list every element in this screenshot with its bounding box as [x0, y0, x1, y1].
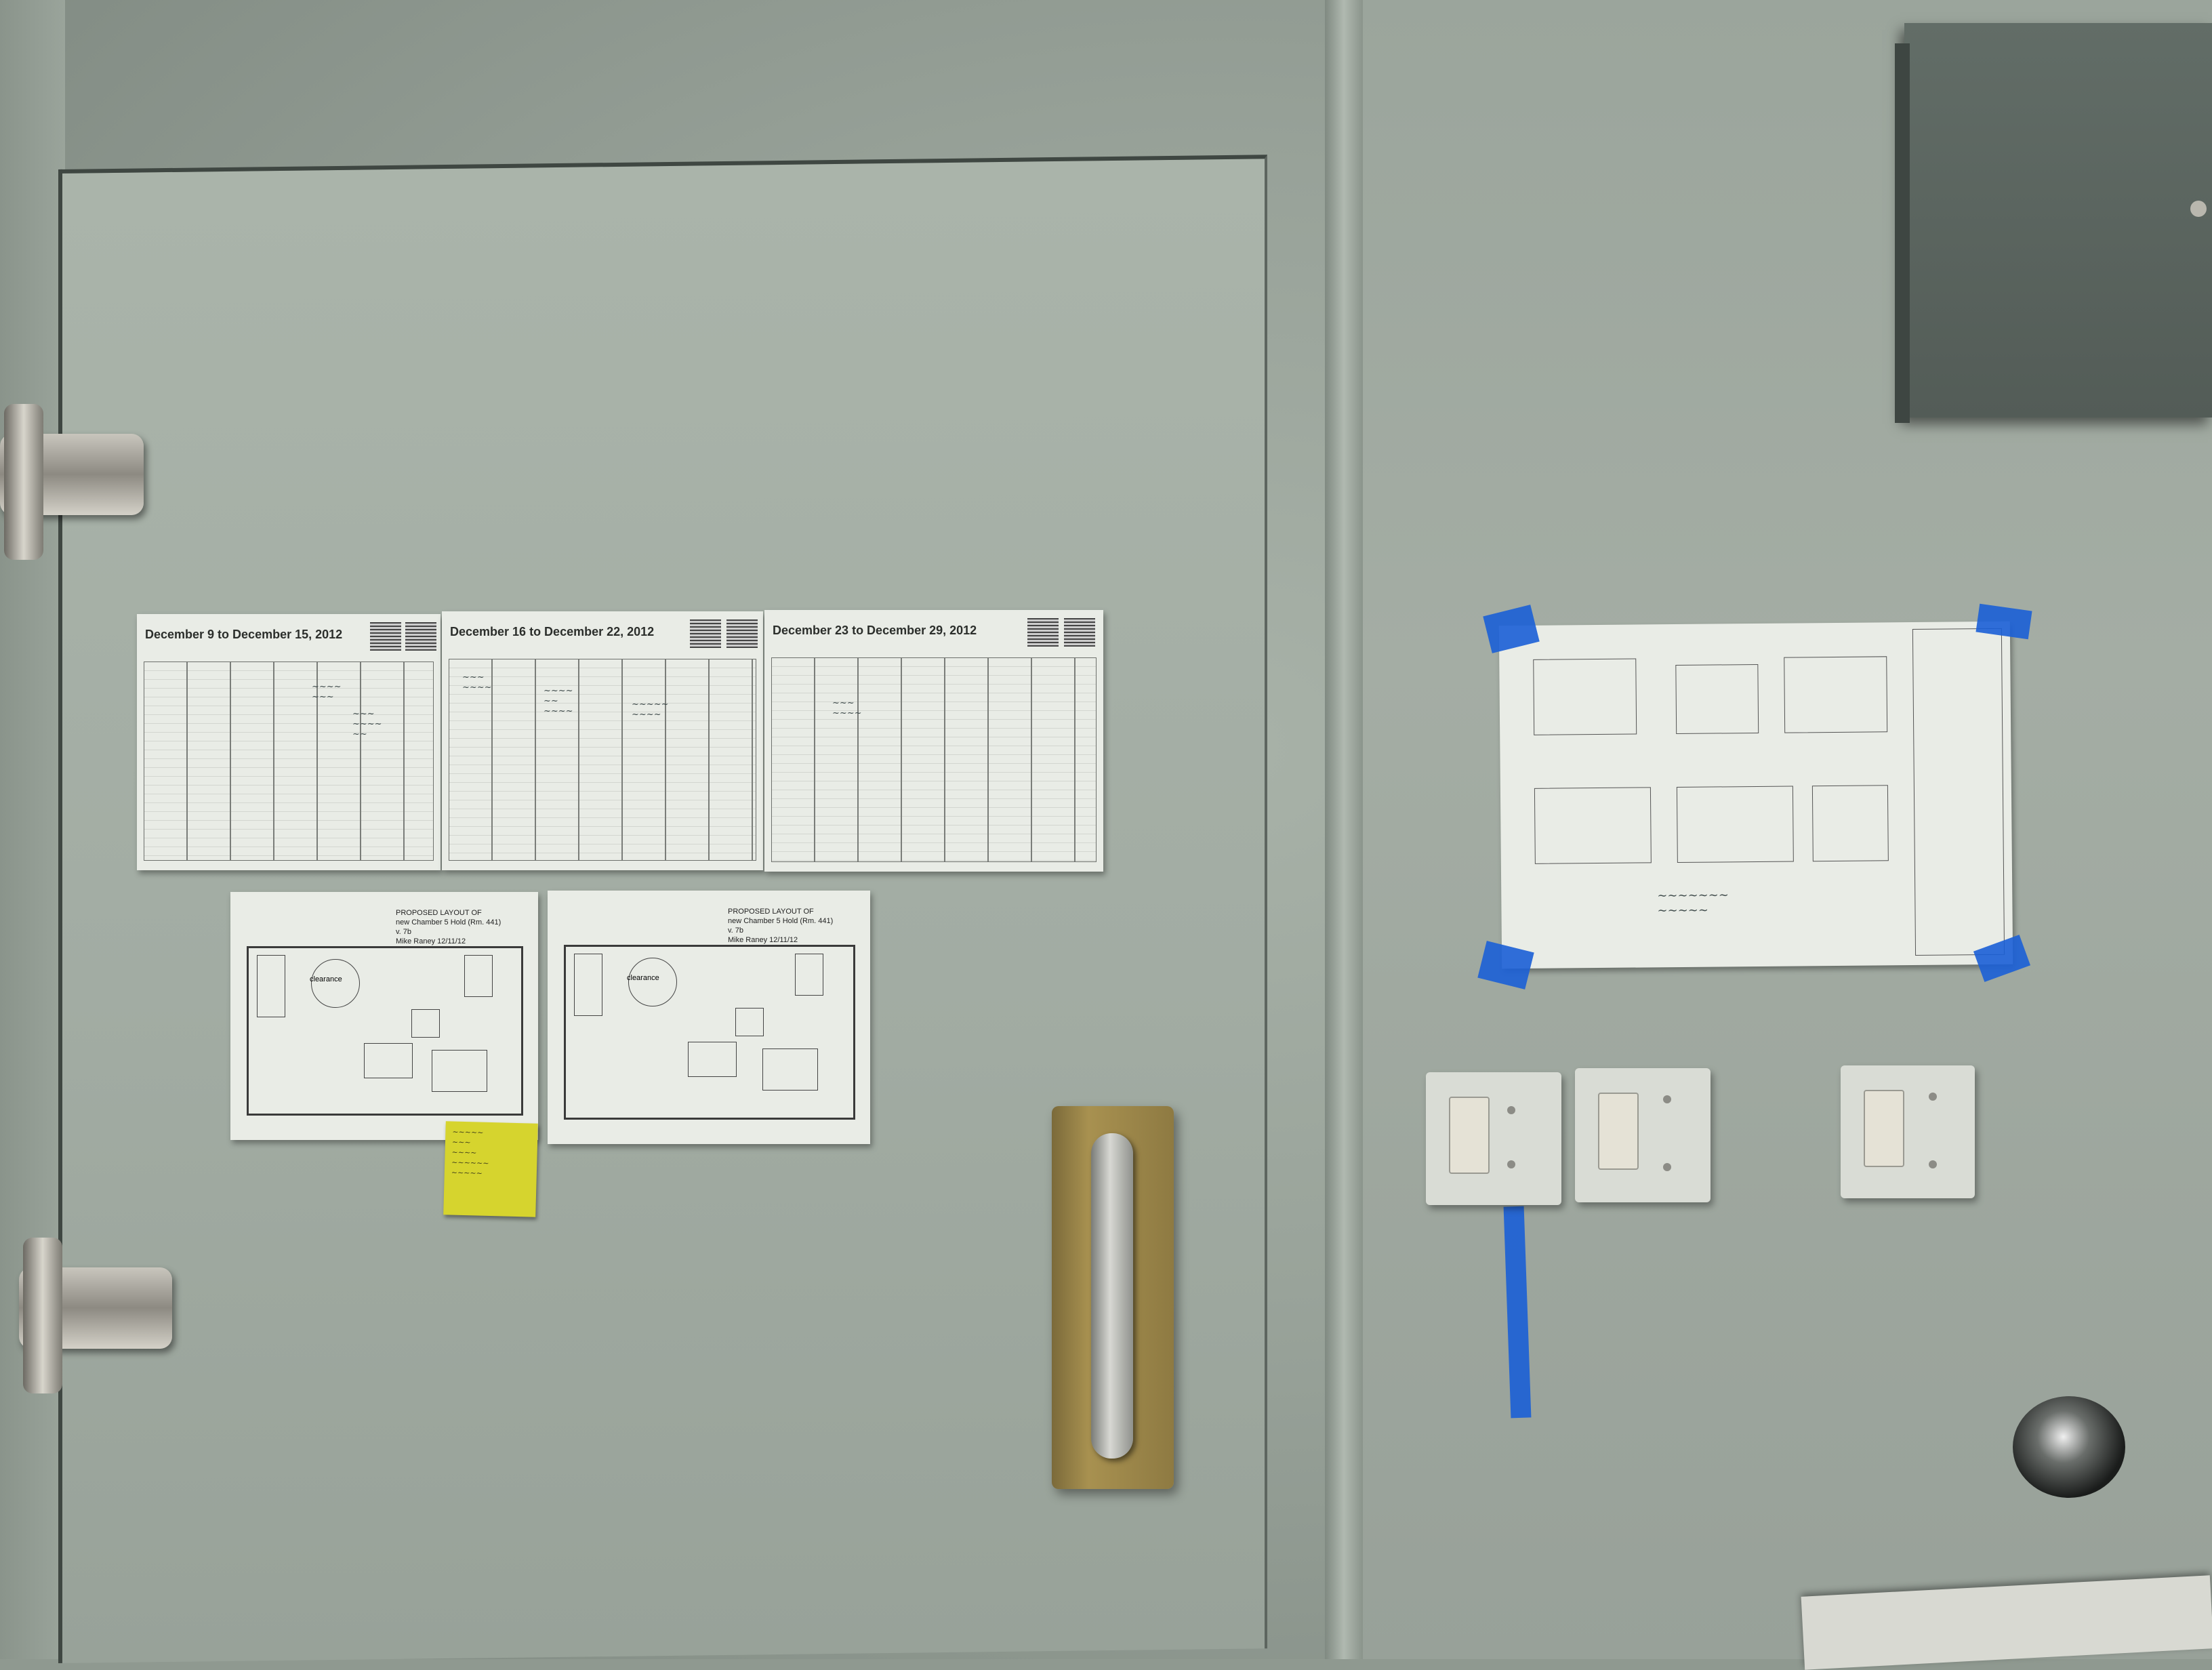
floor-plan-unit: [574, 954, 602, 1016]
floor-plan-unit: [432, 1050, 487, 1092]
sticky-note: ~~~~~~~~~~~~~~~~~~~~~~~: [443, 1121, 538, 1217]
drawing-view: [1534, 787, 1652, 864]
clearance-label: clearance: [627, 974, 659, 982]
mini-calendar: [370, 622, 401, 651]
handwritten-notes: ~~~~~~~: [832, 698, 862, 718]
panel-lock: [2190, 201, 2207, 217]
drawing-view: [1676, 786, 1794, 863]
floor-plan-unit: [795, 954, 823, 996]
title-block: [1912, 628, 2005, 956]
drawing-view: [1533, 658, 1637, 735]
screw: [1663, 1095, 1671, 1103]
calendar-title: December 23 to December 29, 2012: [773, 624, 977, 637]
mini-calendar: [690, 619, 721, 648]
floor-plan-unit: [735, 1008, 764, 1036]
calendar-grid: [771, 657, 1097, 862]
mini-calendar: [1064, 618, 1095, 647]
light-switch[interactable]: [1598, 1093, 1639, 1170]
upper-hinge-pin: [4, 404, 43, 560]
layout-drawing-left: PROPOSED LAYOUT OF new Chamber 5 Hold (R…: [230, 892, 538, 1140]
door-handle[interactable]: [1091, 1133, 1133, 1459]
handwritten-notes: ~~~~~~~~~: [632, 699, 669, 720]
mini-calendar: [405, 622, 436, 651]
light-switch-plate: [1426, 1072, 1561, 1205]
handwritten-notes: ~~~~~~~~~: [352, 709, 382, 739]
handwritten-notes: ~~~~~~~~~~~~: [1657, 888, 1729, 918]
light-switch-plate: [1575, 1068, 1711, 1202]
layout-drawing-right: PROPOSED LAYOUT OF new Chamber 5 Hold (R…: [548, 891, 870, 1144]
calendar-sheet-week1: December 9 to December 15, 2012 ~~~~~~~ …: [137, 614, 441, 870]
mini-calendar: [726, 619, 758, 648]
calendar-sheet-week3: December 23 to December 29, 2012 ~~~~~~~: [764, 610, 1103, 872]
calendar-grid: [449, 659, 756, 861]
lower-hinge-pin: [23, 1238, 62, 1393]
panel-edge: [1895, 43, 1910, 423]
screw: [1663, 1163, 1671, 1171]
calendar-grid: [144, 661, 434, 861]
calendar-title: December 9 to December 15, 2012: [145, 628, 343, 641]
door-frame: [1325, 0, 1363, 1659]
handwritten-notes: ~~~~~~~~~~: [544, 686, 573, 716]
round-sensor: [2013, 1396, 2125, 1498]
handwritten-notes: ~~~~~~~: [462, 672, 492, 693]
handwritten-notes: ~~~~~~~~~~~~~~~~~~~~~~~: [451, 1127, 489, 1178]
screw: [1929, 1160, 1937, 1168]
calendar-sheet-week2: December 16 to December 22, 2012 ~~~~~~~…: [442, 611, 763, 870]
door-handle-plate: [1052, 1106, 1174, 1489]
light-switch-plate: [1841, 1065, 1975, 1198]
floor-plan-unit: [257, 955, 285, 1017]
drawing-view: [1784, 656, 1888, 733]
layout-title: PROPOSED LAYOUT OF new Chamber 5 Hold (R…: [396, 909, 501, 945]
electrical-panel-box: [1895, 23, 2212, 423]
mini-calendar: [1027, 618, 1059, 647]
drawing-view: [1675, 664, 1759, 735]
floor-plan-unit: [411, 1009, 440, 1038]
floor-plan: clearance: [247, 946, 523, 1116]
screw: [1507, 1106, 1515, 1114]
lower-hinge: [19, 1238, 172, 1393]
left-wall-strip: [0, 0, 65, 1659]
technical-drawing: ~~~~~~~~~~~~: [1498, 621, 2013, 969]
floor-plan-unit: [762, 1048, 818, 1091]
screw: [1929, 1093, 1937, 1101]
handwritten-notes: ~~~~~~~: [312, 682, 342, 702]
light-switch[interactable]: [1449, 1097, 1490, 1174]
upper-hinge: [0, 404, 144, 560]
floor-plan-unit: [364, 1043, 413, 1078]
clearance-label: clearance: [310, 975, 342, 983]
clearance-circle: [311, 959, 360, 1008]
floor-plan: clearance: [564, 945, 855, 1120]
drawing-view: [1811, 785, 1889, 862]
floor-plan-unit: [464, 955, 493, 997]
floor-plan-unit: [688, 1042, 737, 1077]
screw: [1507, 1160, 1515, 1168]
clearance-circle: [628, 958, 677, 1006]
light-switch[interactable]: [1864, 1090, 1904, 1167]
calendar-title: December 16 to December 22, 2012: [450, 625, 655, 638]
layout-title: PROPOSED LAYOUT OF new Chamber 5 Hold (R…: [728, 908, 834, 944]
